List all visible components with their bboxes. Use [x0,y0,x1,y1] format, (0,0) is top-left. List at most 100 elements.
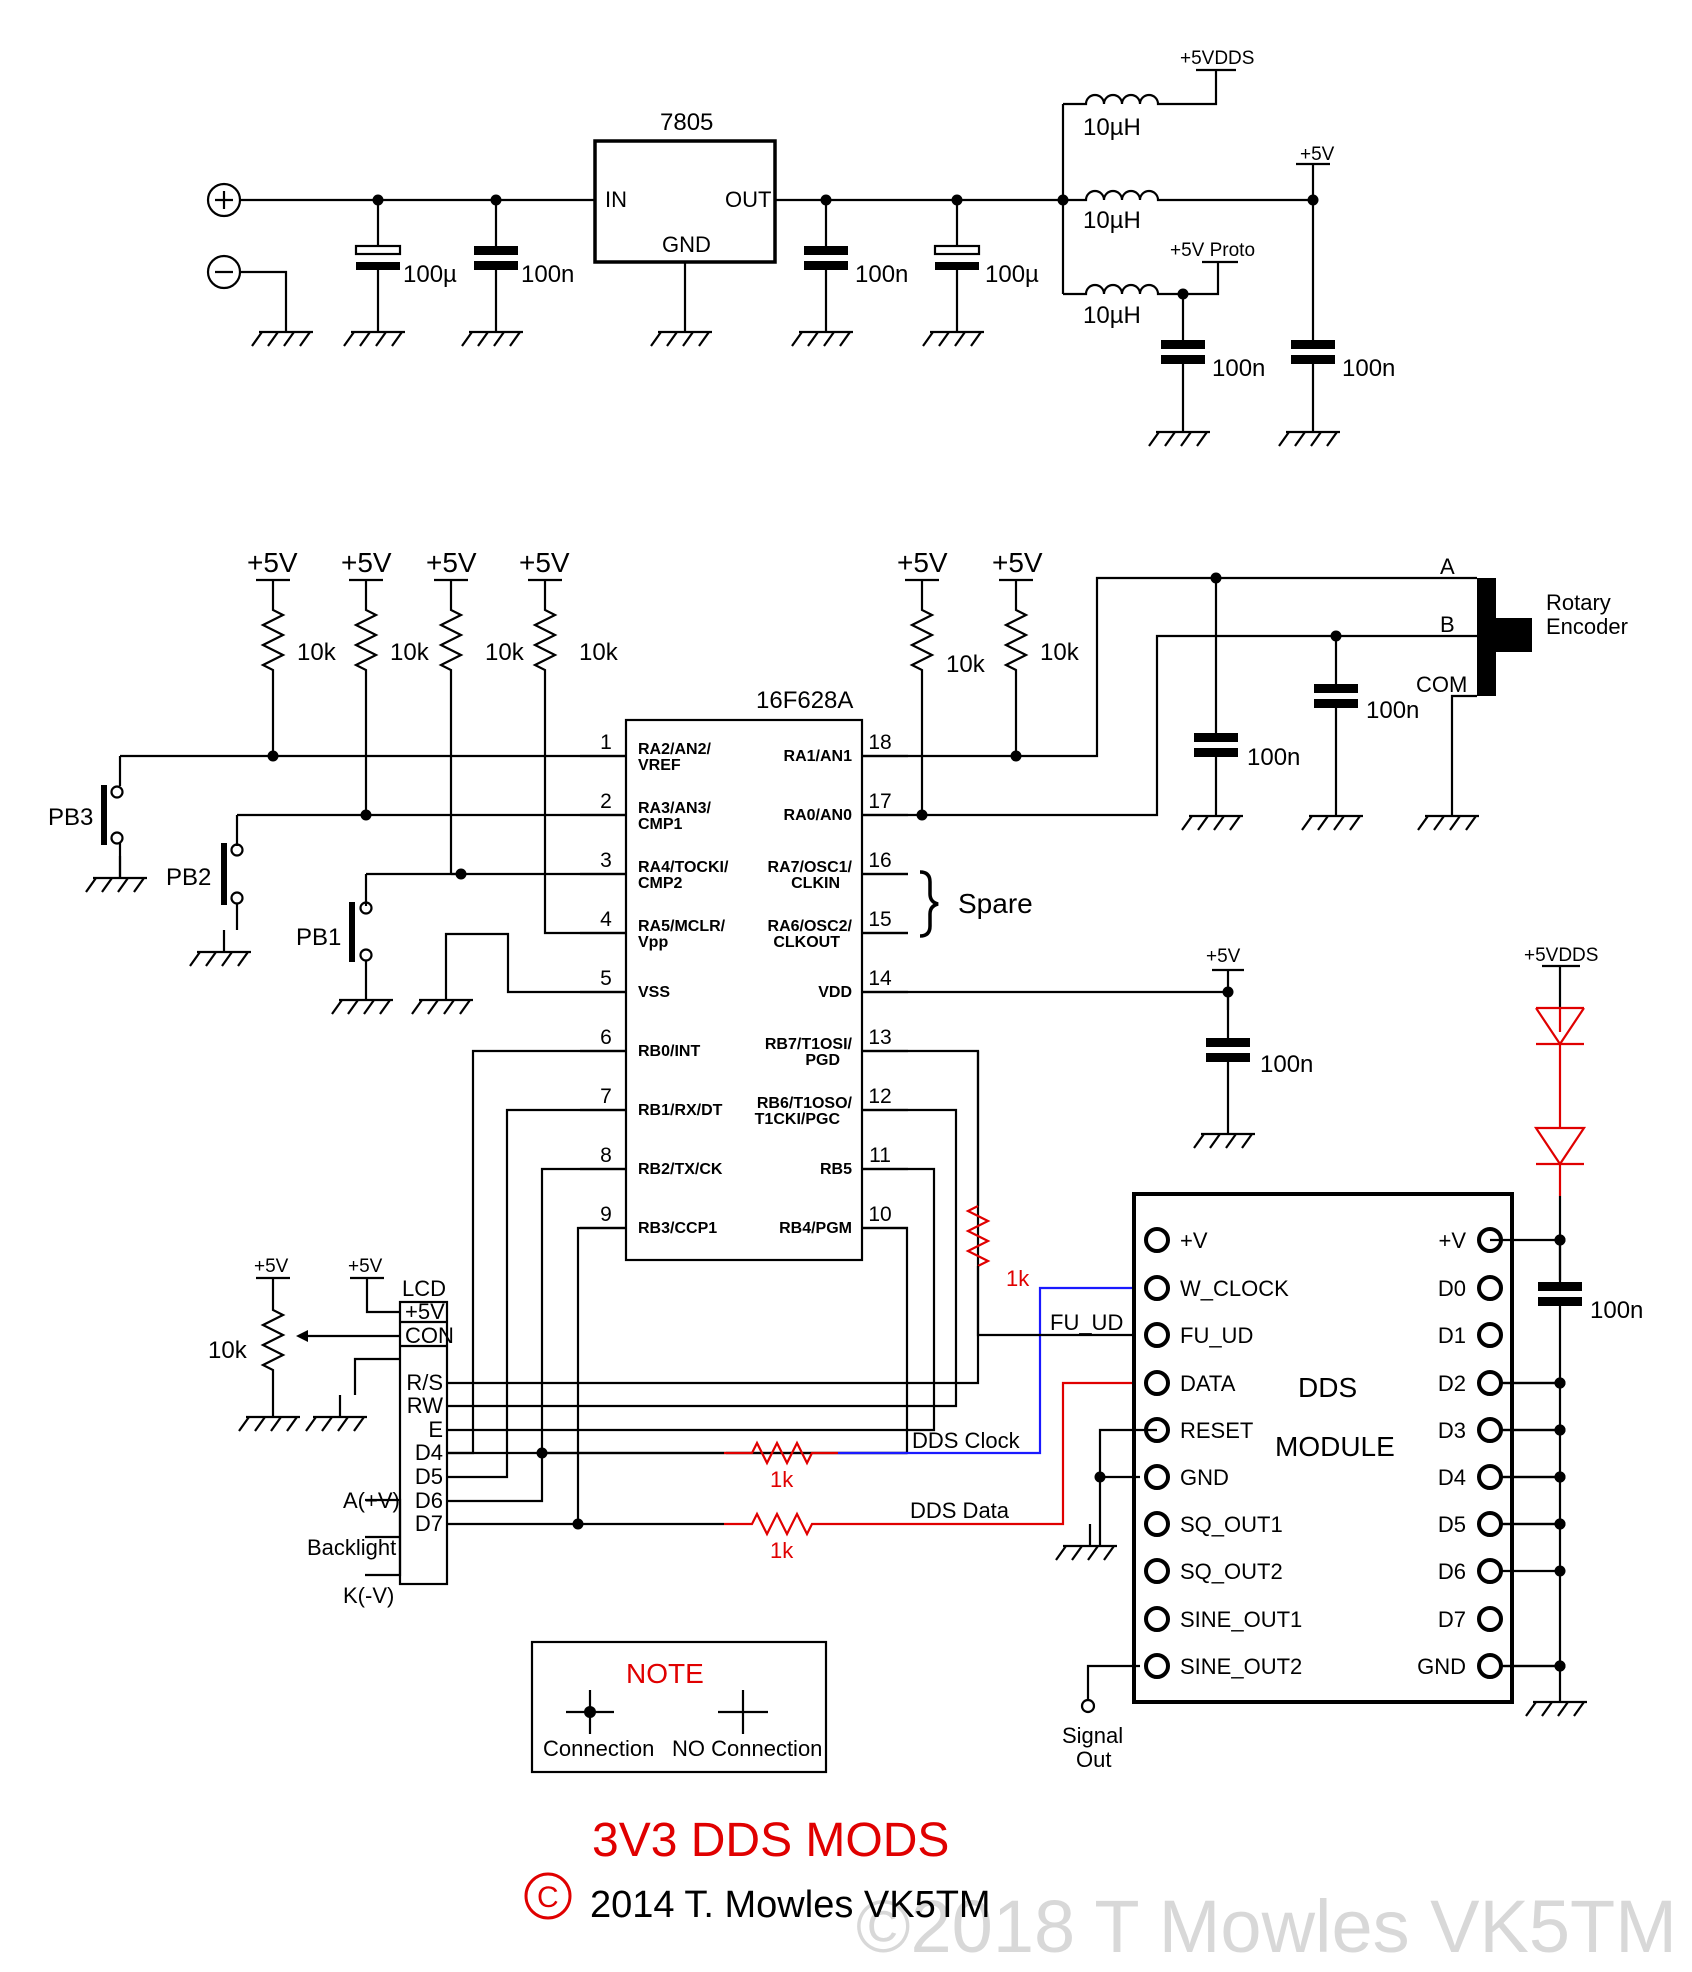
dds-left-pin-label: +V [1180,1228,1208,1253]
backlight-label: Backlight [307,1535,396,1560]
fu-ud-line: 1k FU_UD [965,1051,1140,1337]
pullup5-supply-label: +5V [897,547,948,578]
mcu-pin-number: 17 [868,790,891,813]
dds-data-line: 1k DDS Data [724,1381,1140,1563]
lcd-supply-and-contrast: +5V +5V 10k [208,1256,400,1433]
dds-supply: +5VDDS 100n [1490,945,1643,1718]
output-cap-label: 100n [855,261,908,288]
lcd-title: LCD [402,1276,446,1301]
mcu-pin-label: RB0/INT [638,1043,700,1060]
mcu-pin-label: VSS [638,984,670,1001]
signal-out-label-2: Out [1076,1747,1111,1772]
encoder-pin-com: COM [1416,672,1467,697]
rail-proto-label: +5V Proto [1170,240,1255,261]
push-button-pb2: PB2 [166,813,626,968]
rail-5vdds-label: +5VDDS [1180,48,1254,69]
mcu-pin-label-2: CMP2 [638,875,683,892]
dds-title-1: DDS [1298,1372,1357,1403]
pullup2-supply-label: +5V [341,547,392,578]
regulator-out-label: OUT [725,187,771,212]
note-no-connection-label: NO Connection [672,1736,822,1761]
dds-left-pin-pad [1144,1511,1170,1537]
mcu-pin-number: 3 [600,849,612,872]
title-block: 3V3 DDS MODS ©2018 T Mowles VK5TM C 2014… [524,1814,1677,1968]
dds-right-pin-label: D0 [1438,1276,1466,1301]
rotary-encoder: A B COM Rotary Encoder 100n 100n [862,554,1628,832]
backlight-cathode-label: K(-V) [343,1583,394,1608]
dds-data-label: DDS Data [910,1498,1010,1523]
dds-right-pin-label: +V [1438,1228,1466,1253]
regulator-gnd-label: GND [662,232,711,257]
mcu-pin-label: RA0/AN0 [784,807,853,824]
dds-left-pin-label: SINE_OUT2 [1180,1654,1302,1679]
dds-left-pin-label: SQ_OUT1 [1180,1512,1283,1537]
pullup1-supply-label: +5V [247,547,298,578]
mcu-pin-label: RA6/OSC2/ [768,918,853,935]
dds-left-pin-label: SQ_OUT2 [1180,1559,1283,1584]
dds-left-pin-pad [1144,1464,1170,1490]
dds-left-pin-label: FU_UD [1180,1323,1253,1348]
encoder-title-1: Rotary [1546,590,1611,615]
mcu-pin-label: RB1/RX/DT [638,1102,723,1119]
mcu-pin-number: 12 [868,1085,891,1108]
mcu-pin-label-2: VREF [638,757,681,774]
encoder-cap-b-label: 100n [1366,697,1419,724]
dds-cap-label: 100n [1590,1297,1643,1324]
clock-resistor-label: 1k [770,1467,794,1492]
note-title: NOTE [626,1658,704,1689]
lcd-pin-label: R/S [406,1370,443,1395]
mcu-pin-label-2: CMP1 [638,816,683,833]
footer-title: 3V3 DDS MODS [592,1814,949,1867]
dds-left-pin-label: GND [1180,1465,1229,1490]
lcd-pin-label: D7 [415,1511,443,1536]
dds-left-pin-pad [1144,1322,1170,1348]
encoder-pin-a: A [1440,554,1455,579]
mcu-pin-number: 9 [600,1203,612,1226]
encoder-pin-b: B [1440,612,1455,637]
mcu-pin-label-2: T1CKI/PGC [755,1111,841,1128]
dds-left-pin-label: SINE_OUT1 [1180,1607,1302,1632]
mcu-pin-label: RB4/PGM [779,1220,852,1237]
inductor-proto-label: 10µH [1083,302,1141,329]
dds-left-pin-pad [1144,1370,1170,1396]
regulator-name: 7805 [660,109,713,136]
data-resistor-label: 1k [770,1538,794,1563]
dds-module: DDS MODULE +VW_CLOCKFU_UDDATARESETGNDSQ_… [1054,1192,1566,1772]
dds-left-pin-label: RESET [1180,1418,1253,1443]
dds-right-pin-label: D3 [1438,1418,1466,1443]
mcu-pin-label: RB3/CCP1 [638,1220,717,1237]
mcu-pin-number: 7 [600,1085,612,1108]
encoder-cap-a-label: 100n [1247,744,1300,771]
mcu-pin-number: 15 [868,908,891,931]
dds-clock-line: 1k DDS Clock [724,1286,1140,1492]
inductor-proto: 10µH +5V Proto 100n [1063,240,1265,448]
fu-ud-wire-label: FU_UD [1050,1310,1123,1335]
dds-supply-label: +5VDDS [1524,945,1598,966]
dds-title-2: MODULE [1275,1431,1395,1462]
input-ceramic-cap: 100n [460,200,574,348]
dds-left-pin-pad [1144,1275,1170,1301]
pullup4-value: 10k [579,639,619,666]
mcu-pin-number: 16 [868,849,891,872]
pb3-label: PB3 [48,804,93,831]
inductor-dds: 10µH +5VDDS [1063,48,1254,141]
input-elcap-label: 100µ [403,261,457,288]
mcu-pin-label: VDD [818,984,852,1001]
push-button-pb3: PB3 [48,754,626,894]
dds-right-pin-label: D1 [1438,1323,1466,1348]
mcu-pin-label: RB6/T1OSO/ [757,1095,853,1112]
dds-right-pin-label: D5 [1438,1512,1466,1537]
inductor-5v-label: 10µH [1083,207,1141,234]
pullup6-value: 10k [1040,639,1080,666]
dds-left-pin-pad [1144,1606,1170,1632]
mcu-pin-label: RA2/AN2/ [638,741,711,758]
dds-left-pin-pad [1144,1653,1170,1679]
dds-left-pin-pad [1144,1227,1170,1253]
mcu-pin-label: RB5 [820,1161,852,1178]
dds-right-pin-label: D4 [1438,1465,1466,1490]
mcu-pin-number: 5 [600,967,612,990]
dc-minus-terminal [206,254,315,348]
